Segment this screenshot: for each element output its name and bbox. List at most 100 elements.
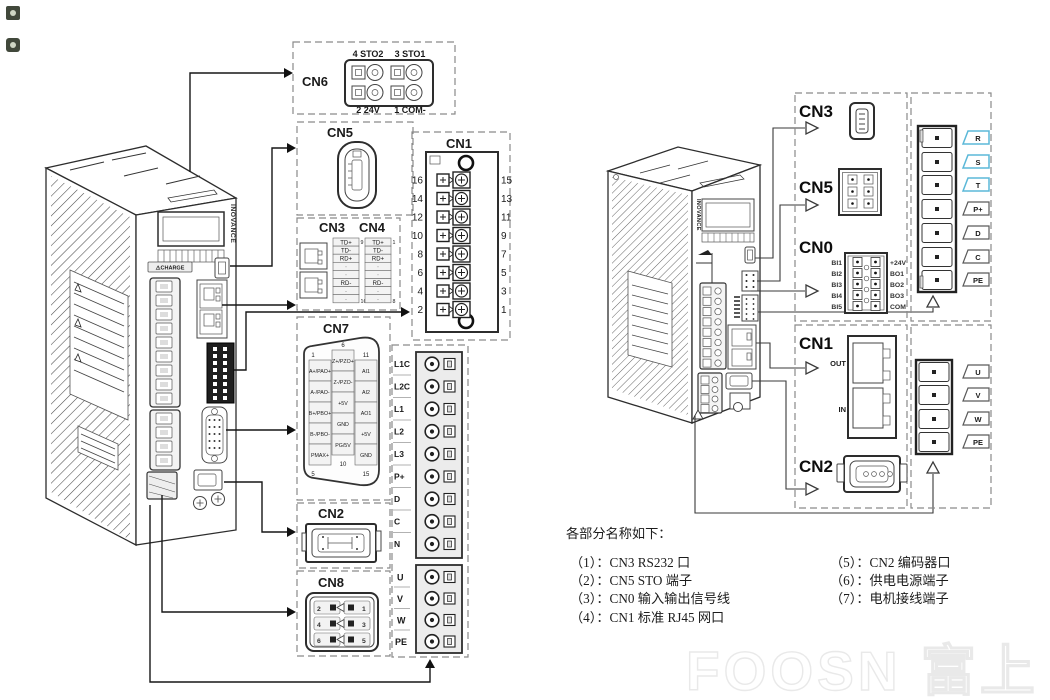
cn3-arrow <box>805 120 820 136</box>
drive-dsub-port <box>201 406 228 464</box>
cn6-callout: CN6 4 STO2 3 STO1 2 24V 1 COM- <box>292 41 456 115</box>
legend-item-5: （5）：CN2 编码器口 <box>830 555 951 570</box>
svg-text:6: 6 <box>417 268 423 279</box>
right-callouts: CN3 CN5 CN0 CN1 CN2 <box>799 102 990 493</box>
svg-text:6: 6 <box>341 343 345 349</box>
cn0-connector-icon <box>844 252 888 314</box>
svg-text:15: 15 <box>363 472 370 478</box>
svg-text:BI1: BI1 <box>831 260 842 267</box>
drive-ground-screws <box>193 492 225 510</box>
svg-text:B-/PBO-: B-/PBO- <box>310 432 330 438</box>
cn1-out-label: OUT <box>830 359 846 368</box>
svg-text:·: · <box>345 289 347 295</box>
legend-item-2: （2）：CN5 STO 端子 <box>570 573 692 588</box>
svg-text:BI5: BI5 <box>831 304 842 311</box>
cn4-label: CN4 <box>359 220 386 235</box>
cn6-pin-2: 2 24V <box>356 105 380 115</box>
drive-cn2-port <box>193 469 223 491</box>
svg-text:U: U <box>397 573 404 583</box>
svg-text:·: · <box>345 265 347 271</box>
svg-text:V: V <box>397 594 403 604</box>
drive-rj45-ports <box>196 279 228 339</box>
svg-text:·: · <box>345 297 347 303</box>
cn2-encoder-icon <box>836 455 908 493</box>
cn1-pin-row <box>436 171 471 189</box>
cn7-pin-table: A+/PAO+ A-/PAO- B+/PBO+ B-/PBO- PMAX+ Z+… <box>308 343 378 478</box>
svg-text:RD-: RD- <box>373 281 384 287</box>
drive-power-terminal-strip <box>149 277 181 408</box>
svg-text:4: 4 <box>417 287 423 298</box>
svg-text:PE: PE <box>973 438 983 447</box>
svg-text:R: R <box>975 134 981 143</box>
legend-item-6: （6）：供电电源端子 <box>830 573 949 588</box>
svg-text:L3: L3 <box>394 449 404 459</box>
svg-text:BO2: BO2 <box>890 282 904 289</box>
cn6-label: CN6 <box>302 74 328 89</box>
ground-screw <box>733 402 743 412</box>
legend: 各部分名称如下： （1）：CN3 RS232 口 （2）：CN5 STO 端子 … <box>566 526 951 625</box>
power-terminal-block <box>415 351 463 559</box>
svg-text:Z-/PZO-: Z-/PZO- <box>333 380 352 386</box>
svg-text:PE: PE <box>973 276 983 285</box>
cn5-label: CN5 <box>327 125 353 140</box>
svg-text:W: W <box>397 616 406 626</box>
svg-text:A-/PAO-: A-/PAO- <box>310 390 330 396</box>
svg-text:10: 10 <box>340 462 347 468</box>
warning-pointer <box>698 250 712 255</box>
svg-text:V: V <box>975 391 980 400</box>
svg-text:D: D <box>975 229 981 238</box>
power-terminal-tags: R S T P+ D C PE <box>961 130 990 287</box>
svg-text:T: T <box>976 181 981 190</box>
cn6-pin-4: 4 STO2 <box>353 49 384 59</box>
cn2-callout-left: CN2 <box>296 502 391 569</box>
top-vent-slots <box>639 160 745 188</box>
svg-text:TD-: TD- <box>373 248 383 254</box>
svg-text:9: 9 <box>501 231 507 242</box>
watermark: FOOSN 富上 <box>686 640 1039 700</box>
svg-text:AI2: AI2 <box>362 390 370 396</box>
svg-text:RD+: RD+ <box>340 257 353 263</box>
svg-text:7: 7 <box>501 250 507 261</box>
svg-text:BI4: BI4 <box>831 293 842 300</box>
cn2-label: CN2 <box>318 506 344 521</box>
svg-text:B+/PBO+: B+/PBO+ <box>309 411 331 417</box>
cn7-callout: CN7 A+/PAO+ A-/PAO- B+/PBO+ B-/PBO- PMAX… <box>296 316 391 501</box>
svg-text:L1: L1 <box>394 404 404 414</box>
svg-text:N: N <box>394 539 400 549</box>
cn3-pin-table: TD+ TD- RD+ · · RD- · · 9 16 <box>332 237 367 305</box>
legend-item-3: （3）：CN0 输入输出信号线 <box>570 591 730 606</box>
cn6-connector <box>344 59 434 107</box>
left-connection-lines <box>149 68 435 683</box>
svg-text:PG/5V: PG/5V <box>335 443 351 449</box>
svg-text:C: C <box>394 517 400 527</box>
motor-terminal-block <box>415 564 463 654</box>
svg-text:·: · <box>377 273 379 279</box>
cn6-pin-3: 3 STO1 <box>395 49 426 59</box>
svg-text:12: 12 <box>412 213 424 224</box>
cn3-pin9: 9 <box>361 240 364 246</box>
servo-drive-right: INOVANCE <box>605 146 763 424</box>
cn3-pin16: 16 <box>361 299 367 305</box>
svg-text:BI3: BI3 <box>831 282 842 289</box>
svg-text:COM: COM <box>890 304 906 311</box>
svg-text:Z+/PZO+: Z+/PZO+ <box>332 359 354 365</box>
cn3-label: CN3 <box>319 220 345 235</box>
svg-text:1: 1 <box>501 305 507 316</box>
cn1-pin-row <box>436 208 471 226</box>
svg-text:AO1: AO1 <box>361 411 372 417</box>
right-connection-lines <box>694 120 941 514</box>
svg-text:·: · <box>377 265 379 271</box>
svg-text:14: 14 <box>412 194 424 205</box>
svg-text:BI2: BI2 <box>831 271 842 278</box>
cn4-pin8: 8 <box>393 299 396 305</box>
button-row <box>157 249 225 263</box>
motor-arrow <box>925 460 941 474</box>
motor-terminal-strip <box>914 358 954 456</box>
svg-text:6: 6 <box>317 638 321 645</box>
callout-cn1: CN1 <box>799 334 833 353</box>
cn1-in-label: IN <box>839 405 847 414</box>
svg-text:RD+: RD+ <box>372 257 385 263</box>
